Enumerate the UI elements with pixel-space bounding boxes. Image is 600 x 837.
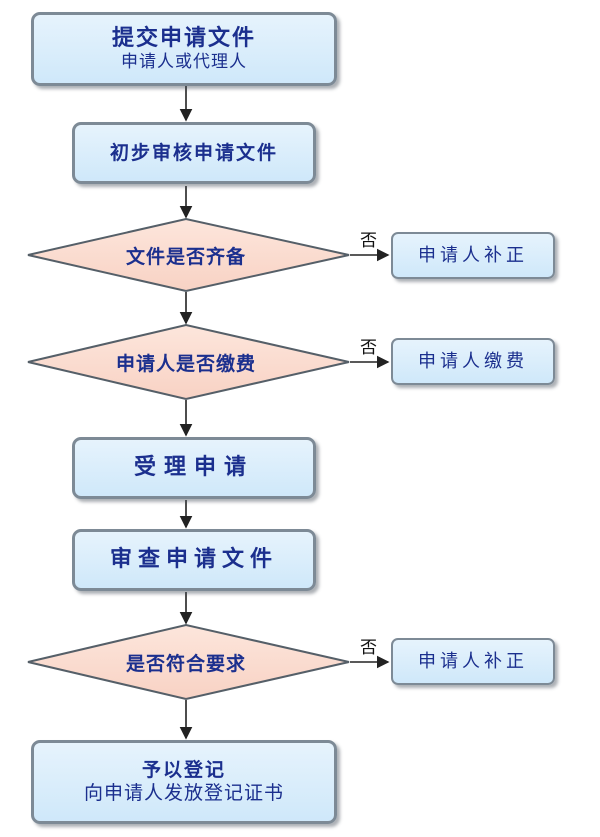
side-step-supplement-2: 申请人补正 [391,638,555,685]
side-step-pay-fee: 申请人缴费 [391,338,555,385]
step-submit-title: 提交申请文件 [111,25,256,51]
step-register-subtitle: 向申请人发放登记证书 [83,782,284,804]
no-label-docs: 否 [360,231,377,251]
side-step-supplement-1-label: 申请人补正 [418,244,528,266]
no-label-fee: 否 [360,338,377,358]
side-step-supplement-2-label: 申请人补正 [418,650,528,672]
step-examine-label: 审查申请文件 [109,546,278,572]
step-register: 予以登记 向申请人发放登记证书 [31,740,337,824]
step-initial-review-label: 初步审核申请文件 [109,141,278,164]
decision-docs-complete-label: 文件是否齐备 [125,246,246,268]
side-step-pay-fee-label: 申请人缴费 [418,350,528,372]
side-step-supplement-1: 申请人补正 [391,232,555,279]
decision-diamond-fee [27,323,350,401]
step-submit-application: 提交申请文件 申请人或代理人 [31,12,337,86]
step-initial-review: 初步审核申请文件 [72,122,316,184]
step-submit-subtitle: 申请人或代理人 [121,52,247,72]
no-label-requirements: 否 [360,638,377,658]
decision-requirements-met-label: 是否符合要求 [125,653,246,675]
step-examine-documents: 审查申请文件 [72,529,316,591]
step-accept-application: 受理申请 [72,437,316,499]
decision-diamond-docs [27,217,350,293]
step-accept-label: 受理申请 [133,454,254,480]
step-register-title: 予以登记 [141,759,226,782]
decision-diamond-requirements [27,623,350,701]
decision-fee-paid-label: 申请人是否缴费 [115,353,256,375]
